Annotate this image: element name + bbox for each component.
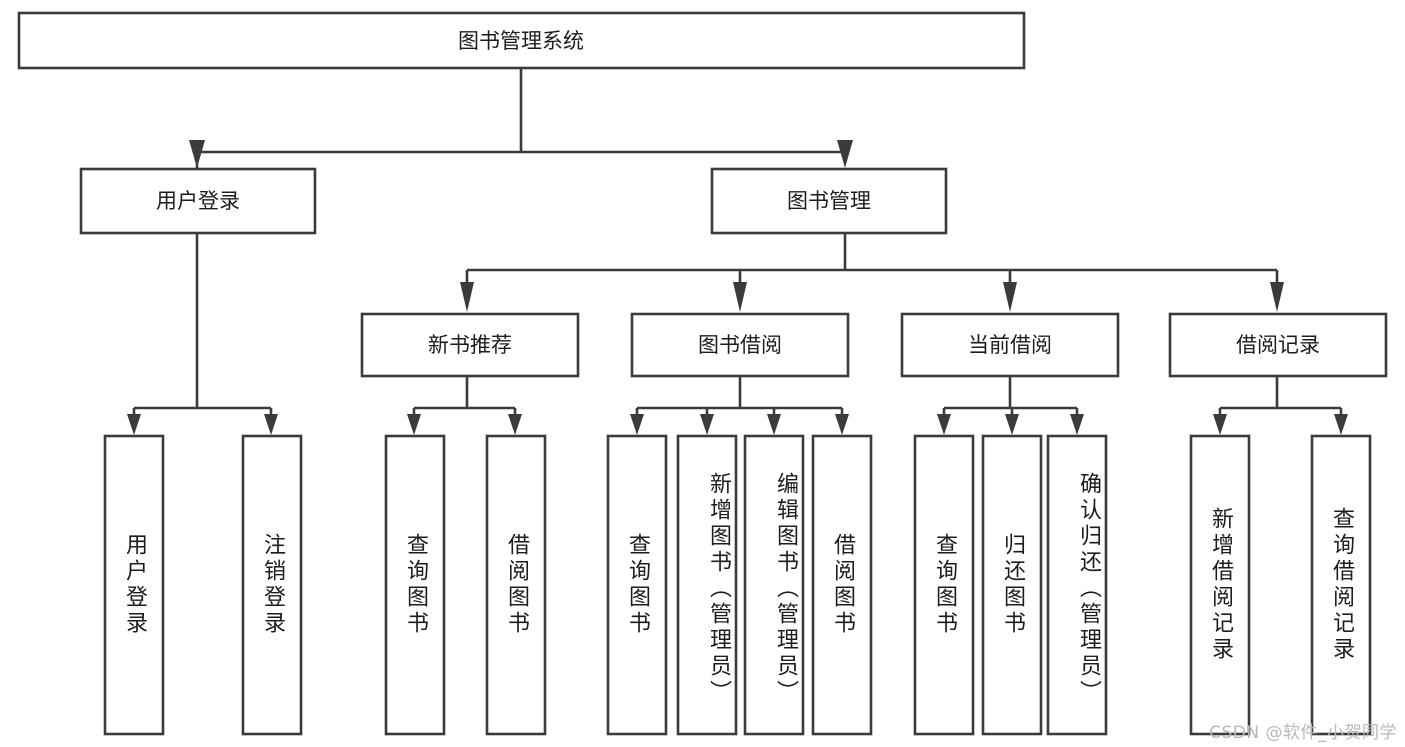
leaf-borrow-book-1-box[interactable] bbox=[485, 434, 547, 736]
arrow-to-book-manage bbox=[837, 140, 853, 168]
node-new-book-rec-box[interactable] bbox=[360, 312, 580, 378]
arrow-to-borrow-record bbox=[1270, 282, 1284, 312]
node-user-login-label: 用户登录 bbox=[156, 189, 240, 213]
arrow-leaf-query-book-3 bbox=[937, 414, 951, 435]
arrow-to-book-borrow bbox=[733, 282, 747, 312]
node-book-borrow[interactable]: 图书借阅 bbox=[630, 312, 850, 378]
connectors bbox=[127, 68, 1348, 435]
leaf-query-book-2-box[interactable] bbox=[606, 434, 668, 736]
leaf-add-record-box[interactable] bbox=[1189, 434, 1251, 736]
arrow-leaf-query-book-1 bbox=[407, 414, 421, 435]
leaf-borrow-book-2-box[interactable] bbox=[811, 434, 873, 736]
node-book-manage-label: 图书管理 bbox=[787, 189, 871, 213]
csdn-watermark: CSDN @软件_小贺同学 bbox=[1209, 723, 1397, 743]
node-root-label: 图书管理系统 bbox=[458, 29, 584, 53]
leaf-user-logout-box[interactable] bbox=[241, 434, 303, 736]
arrow-to-user-login bbox=[189, 140, 205, 168]
leaf-boxes bbox=[103, 434, 1372, 736]
arrow-leaf-add-record bbox=[1213, 414, 1227, 435]
leaf-edit-book-box[interactable] bbox=[743, 434, 805, 736]
arrow-to-current-borrow bbox=[1003, 282, 1017, 312]
leaf-return-book-box[interactable] bbox=[981, 434, 1043, 736]
arrow-leaf-user-login bbox=[127, 414, 141, 435]
node-current-borrow-label: 当前借阅 bbox=[968, 333, 1052, 357]
node-root-box[interactable] bbox=[17, 11, 1026, 70]
leaf-query-record-box[interactable] bbox=[1310, 434, 1372, 736]
leaf-confirm-return-box[interactable] bbox=[1046, 434, 1108, 736]
arrow-leaf-edit-book bbox=[767, 414, 781, 435]
arrow-to-new-book-rec bbox=[460, 282, 474, 312]
leaf-user-login-box[interactable] bbox=[103, 434, 165, 736]
node-current-borrow[interactable]: 当前借阅 bbox=[900, 312, 1120, 378]
leaf-query-book-1-box[interactable] bbox=[384, 434, 446, 736]
node-book-borrow-box[interactable] bbox=[630, 312, 850, 378]
arrow-leaf-return-book bbox=[1005, 414, 1019, 435]
node-borrow-record[interactable]: 借阅记录 bbox=[1168, 312, 1388, 378]
node-new-book-rec-label: 新书推荐 bbox=[428, 333, 512, 357]
node-user-login[interactable]: 用户登录 bbox=[79, 167, 317, 235]
arrow-leaf-query-record bbox=[1334, 414, 1348, 435]
leaf-add-book-box[interactable] bbox=[676, 434, 738, 736]
node-book-manage-box[interactable] bbox=[710, 167, 948, 235]
node-book-borrow-label: 图书借阅 bbox=[698, 333, 782, 357]
node-current-borrow-box[interactable] bbox=[900, 312, 1120, 378]
arrow-leaf-user-logout bbox=[264, 414, 278, 435]
node-user-login-box[interactable] bbox=[79, 167, 317, 235]
arrow-leaf-add-book bbox=[700, 414, 714, 435]
arrow-leaf-borrow-book-2 bbox=[835, 414, 849, 435]
leaf-query-book-3-box[interactable] bbox=[913, 434, 975, 736]
node-borrow-record-label: 借阅记录 bbox=[1236, 333, 1320, 357]
node-book-manage[interactable]: 图书管理 bbox=[710, 167, 948, 235]
arrow-leaf-borrow-book-1 bbox=[508, 414, 522, 435]
node-new-book-rec[interactable]: 新书推荐 bbox=[360, 312, 580, 378]
arrow-leaf-confirm-return bbox=[1070, 414, 1084, 435]
arrow-leaf-query-book-2 bbox=[630, 414, 644, 435]
node-borrow-record-box[interactable] bbox=[1168, 312, 1388, 378]
node-root[interactable]: 图书管理系统 bbox=[17, 11, 1026, 70]
